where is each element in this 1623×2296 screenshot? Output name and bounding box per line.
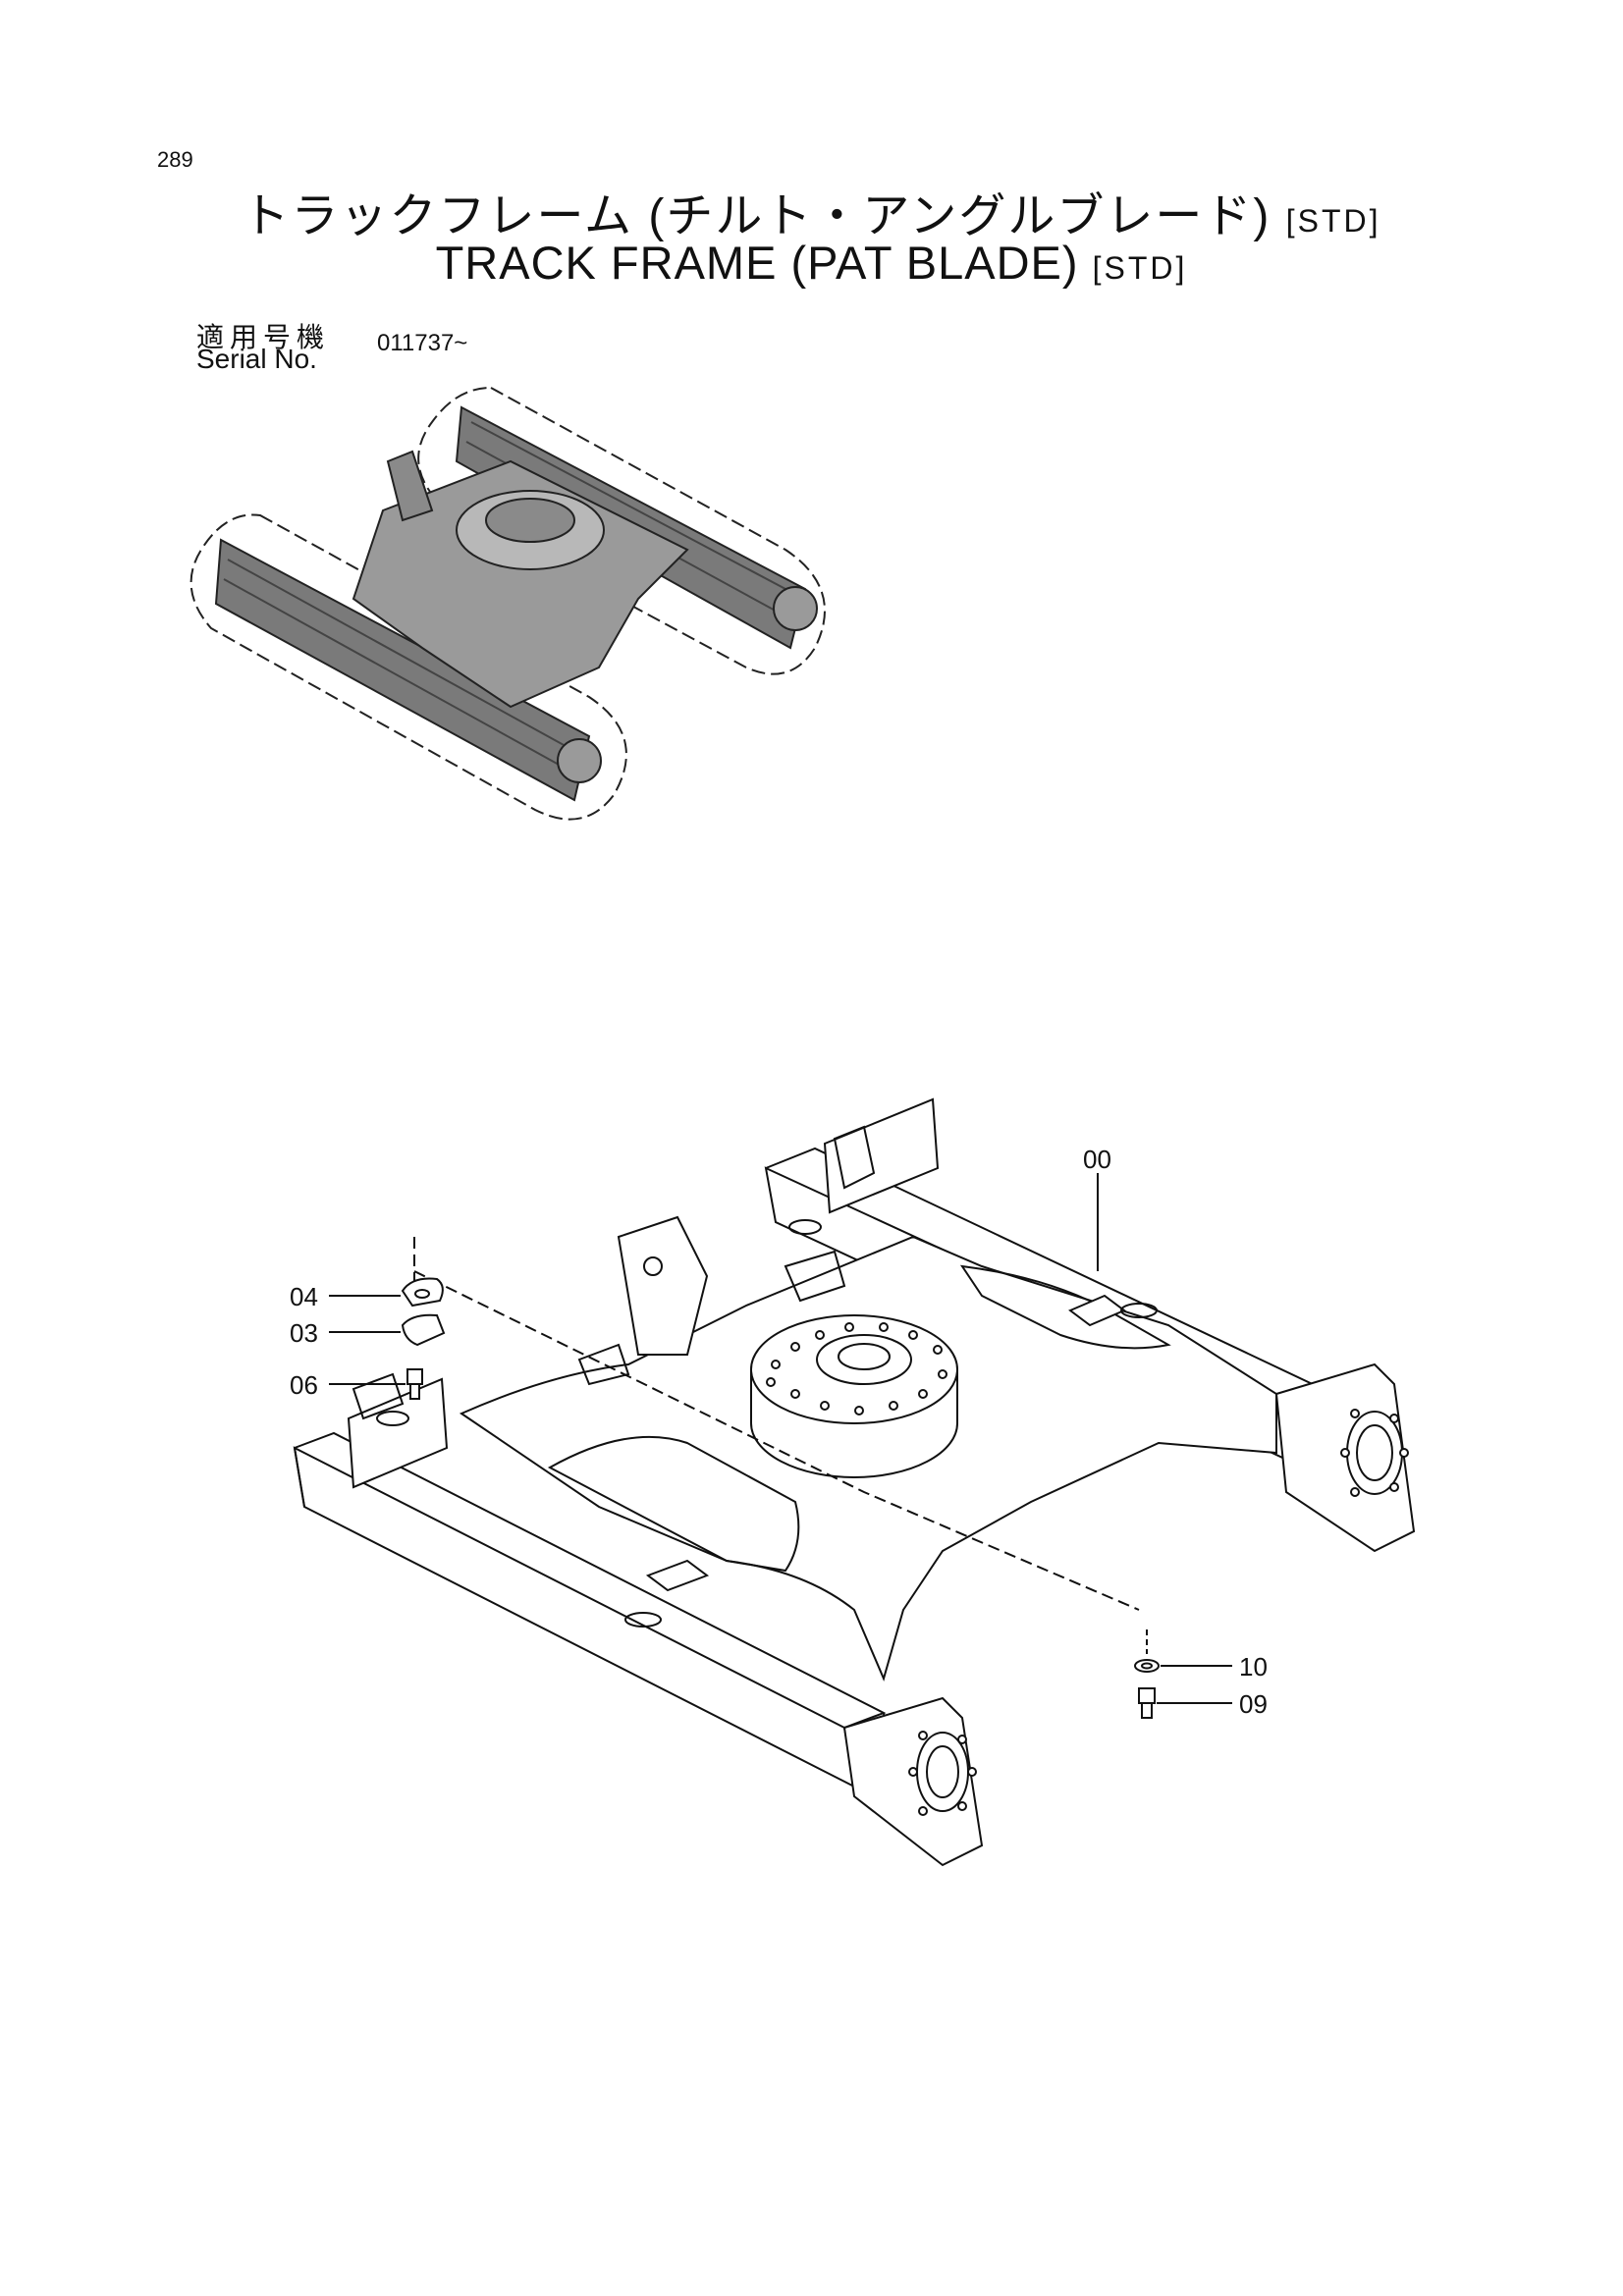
title-english-tag: [STD] <box>1092 250 1188 286</box>
part-06-bolt <box>406 1368 423 1385</box>
callout-labels: 00 04 03 06 10 09 <box>290 1145 1268 1719</box>
track-frame-drawing <box>293 1097 1416 1867</box>
callout-10: 10 <box>1239 1652 1268 1682</box>
part-09-bolt <box>1138 1687 1156 1704</box>
callout-00: 00 <box>1083 1145 1111 1174</box>
title-english-text: TRACK FRAME (PAT BLADE) <box>435 237 1079 289</box>
serial-label-english: Serial No. <box>196 344 317 374</box>
callout-04: 04 <box>290 1282 318 1311</box>
part-04-plate <box>401 1277 444 1308</box>
leader-lines <box>329 1173 1232 1704</box>
callout-03: 03 <box>290 1318 318 1348</box>
title-english: TRACK FRAME (PAT BLADE) [STD] <box>0 236 1623 290</box>
title-japanese: トラックフレーム (チルト・アングルブレード) [STD] <box>0 177 1623 245</box>
bolt-holes <box>766 1322 947 1415</box>
callout-06: 06 <box>290 1370 318 1400</box>
serial-value: 011737~ <box>377 330 468 356</box>
title-japanese-tag: [STD] <box>1285 203 1381 239</box>
part-03-plate <box>401 1313 446 1347</box>
callout-09: 09 <box>1239 1689 1268 1719</box>
overview-illustration <box>189 386 826 821</box>
hardware-parts <box>401 1277 1160 1719</box>
page-number: 289 <box>157 147 193 172</box>
serial-label-japanese: 適用号機 <box>196 322 331 352</box>
title-japanese-text: トラックフレーム (チルト・アングルブレード) <box>242 190 1271 242</box>
